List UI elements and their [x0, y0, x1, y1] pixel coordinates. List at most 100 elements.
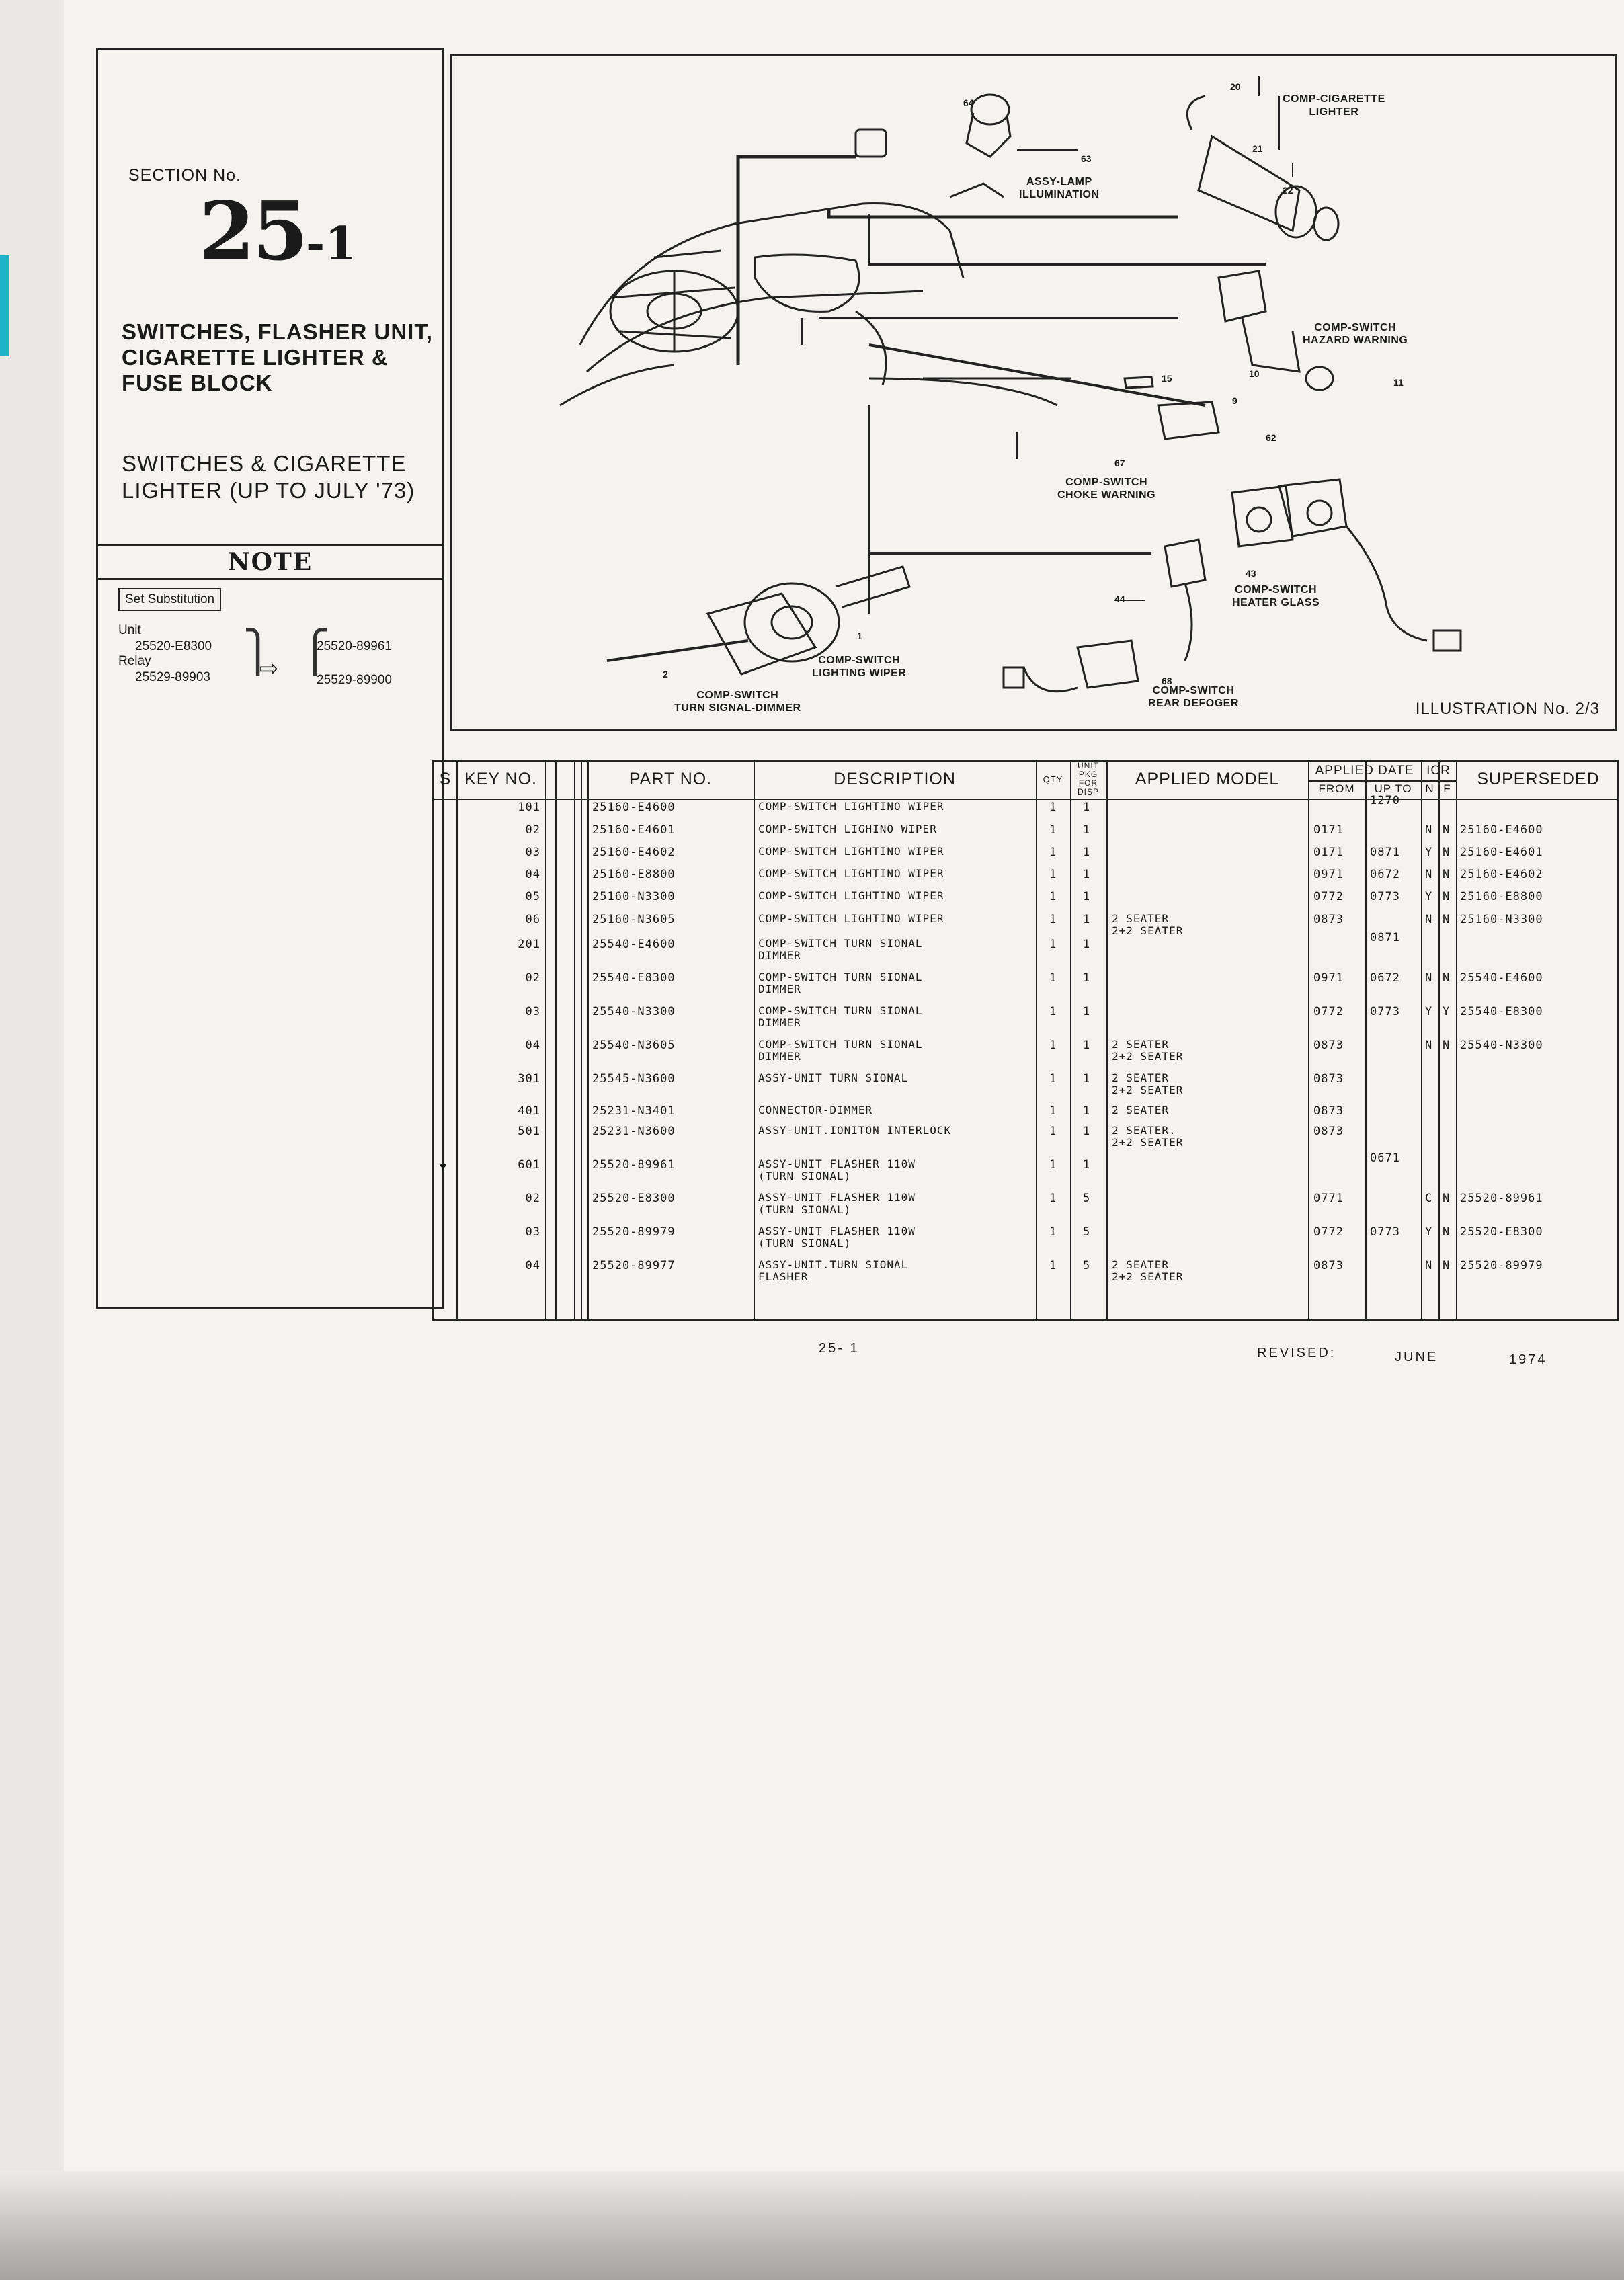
cell-sup: 25160-E4601	[1460, 846, 1543, 859]
callout-cigarette-lighter: COMP-CIGARETTE LIGHTER	[1283, 93, 1385, 118]
cell-pkg: 1	[1083, 1125, 1091, 1138]
cell-sup: 25520-E8300	[1460, 1225, 1543, 1239]
cell-desc: COMP-SWITCH LIGHTINO WIPER	[758, 889, 944, 902]
cell-model: 2 SEATER 2+2 SEATER	[1112, 1071, 1184, 1096]
cell-n: Y	[1425, 846, 1433, 859]
substitution-arrow-icon: ⇨	[259, 656, 279, 682]
cell-from: 0171	[1313, 846, 1344, 859]
col-description-header: DESCRIPTION	[834, 769, 956, 788]
ref-number: 21	[1252, 143, 1263, 154]
cell-qty: 1	[1049, 1158, 1057, 1172]
cell-sup: 25160-E4602	[1460, 868, 1543, 881]
cell-pkg: 1	[1083, 1072, 1091, 1086]
cell-upto: 0871	[1370, 931, 1400, 944]
col-superseded-header: SUPERSEDED	[1477, 769, 1600, 788]
ref-number: 10	[1249, 368, 1260, 379]
cell-pkg: 1	[1083, 823, 1091, 837]
relay-old-part: 25529-89903	[135, 670, 210, 684]
parts-drawing	[559, 76, 1462, 693]
cell-key: 03	[525, 1005, 540, 1018]
callout-rear-defogger: COMP-SWITCH REAR DEFOGER	[1148, 685, 1239, 709]
cell-model: 2 SEATER 2+2 SEATER	[1112, 1038, 1184, 1063]
cell-desc: ASSY-UNIT.IONITON INTERLOCK	[758, 1124, 952, 1137]
cell-f: N	[1443, 1192, 1451, 1205]
note-bottom-rule	[98, 578, 442, 580]
col-model-header: APPLIED MODEL	[1135, 769, 1280, 788]
cell-key: 03	[525, 1225, 540, 1239]
ref-number: 63	[1081, 153, 1092, 164]
callout-hazard-warning: COMP-SWITCH HAZARD WARNING	[1303, 322, 1408, 346]
cell-from: 0771	[1313, 1192, 1344, 1205]
exploded-illustration: ASSY-LAMP ILLUMINATION COMP-CIGARETTE LI…	[450, 54, 1617, 731]
revised-label: REVISED:	[1257, 1346, 1336, 1360]
cell-desc: CONNECTOR-DIMMER	[758, 1104, 873, 1116]
section-number: 25-1	[199, 192, 357, 272]
cell-pkg: 1	[1083, 801, 1091, 814]
cell-key: 301	[518, 1072, 540, 1086]
cell-pkg: 1	[1083, 1158, 1091, 1172]
callout-lighting-wiper: COMP-SWITCH LIGHTING WIPER	[812, 655, 907, 679]
cell-part: 25540-E8300	[592, 971, 676, 985]
cell-part: 25160-E4602	[592, 846, 676, 859]
ref-number: 2	[663, 669, 668, 680]
cell-qty: 1	[1049, 801, 1057, 814]
cell-sup: 25160-E8800	[1460, 890, 1543, 903]
cell-pkg: 5	[1083, 1225, 1091, 1239]
note-top-rule	[98, 544, 442, 546]
cell-f: N	[1443, 890, 1451, 903]
cell-pkg: 1	[1083, 846, 1091, 859]
cell-desc: ASSY-UNIT FLASHER 110W (TURN SIONAL)	[758, 1225, 916, 1250]
cell-part: 25520-89961	[592, 1158, 676, 1172]
cell-n: Y	[1425, 1005, 1433, 1018]
unit-new-part: 25520-89961	[317, 639, 392, 653]
cell-pkg: 1	[1083, 890, 1091, 903]
cell-desc: COMP-SWITCH LIGHTINO WIPER	[758, 845, 944, 858]
cell-from: 0772	[1313, 1005, 1344, 1018]
cell-key: 101	[518, 801, 540, 814]
ref-number: 64	[963, 97, 974, 108]
cell-qty: 1	[1049, 938, 1057, 951]
cell-upto: 0672	[1370, 868, 1400, 881]
cell-pkg: 1	[1083, 1005, 1091, 1018]
col-key-header: KEY NO.	[464, 769, 537, 788]
ref-number: 43	[1246, 568, 1256, 579]
cell-from: 0171	[1313, 823, 1344, 837]
cell-key: 601	[518, 1158, 540, 1172]
cell-model: 2 SEATER 2+2 SEATER	[1112, 1258, 1184, 1283]
cell-sup: 25160-N3300	[1460, 913, 1543, 926]
note-heading: NOTE	[227, 548, 313, 576]
cell-desc: COMP-SWITCH LIGHTINO WIPER	[758, 912, 944, 925]
cell-n: N	[1425, 971, 1433, 985]
cell-qty: 1	[1049, 890, 1057, 903]
cell-sup: 25520-89961	[1460, 1192, 1543, 1205]
index-tab-marker	[0, 255, 9, 356]
cell-model: 2 SEATER. 2+2 SEATER	[1112, 1124, 1184, 1149]
callout-turn-signal-dimmer: COMP-SWITCH TURN SIGNAL-DIMMER	[674, 690, 801, 714]
ref-number: 9	[1232, 395, 1237, 406]
cell-desc: ASSY-UNIT TURN SIONAL	[758, 1071, 909, 1084]
section-number-suffix: -1	[306, 217, 357, 271]
unit-old-part: 25520-E8300	[135, 639, 212, 653]
cell-pkg: 1	[1083, 938, 1091, 951]
ref-number: 20	[1230, 81, 1241, 92]
cell-part: 25231-N3600	[592, 1125, 676, 1138]
cell-f: N	[1443, 846, 1451, 859]
cell-desc: COMP-SWITCH TURN SIONAL DIMMER	[758, 937, 923, 962]
ref-number: 22	[1283, 185, 1293, 196]
cell-n: Y	[1425, 890, 1433, 903]
cell-desc: COMP-SWITCH TURN SIONAL DIMMER	[758, 1004, 923, 1029]
cell-qty: 1	[1049, 1192, 1057, 1205]
cell-from: 0971	[1313, 971, 1344, 985]
cell-desc: ASSY-UNIT FLASHER 110W (TURN SIONAL)	[758, 1157, 916, 1182]
relay-label: Relay	[118, 654, 151, 668]
cell-from: 0772	[1313, 890, 1344, 903]
section-info-panel: SECTION No. 25-1 SWITCHES, FLASHER UNIT,…	[96, 48, 444, 1309]
col-upto-header: UP TO	[1374, 782, 1412, 795]
cell-part: 25160-E8800	[592, 868, 676, 881]
section-title: SWITCHES, FLASHER UNIT, CIGARETTE LIGHTE…	[122, 319, 434, 395]
illustration-number: ILLUSTRATION No. 2/3	[1415, 700, 1600, 718]
cell-part: 25540-E4600	[592, 938, 676, 951]
cell-pkg: 1	[1083, 868, 1091, 881]
cell-part: 25160-E4600	[592, 801, 676, 814]
ref-number: 67	[1114, 458, 1125, 469]
